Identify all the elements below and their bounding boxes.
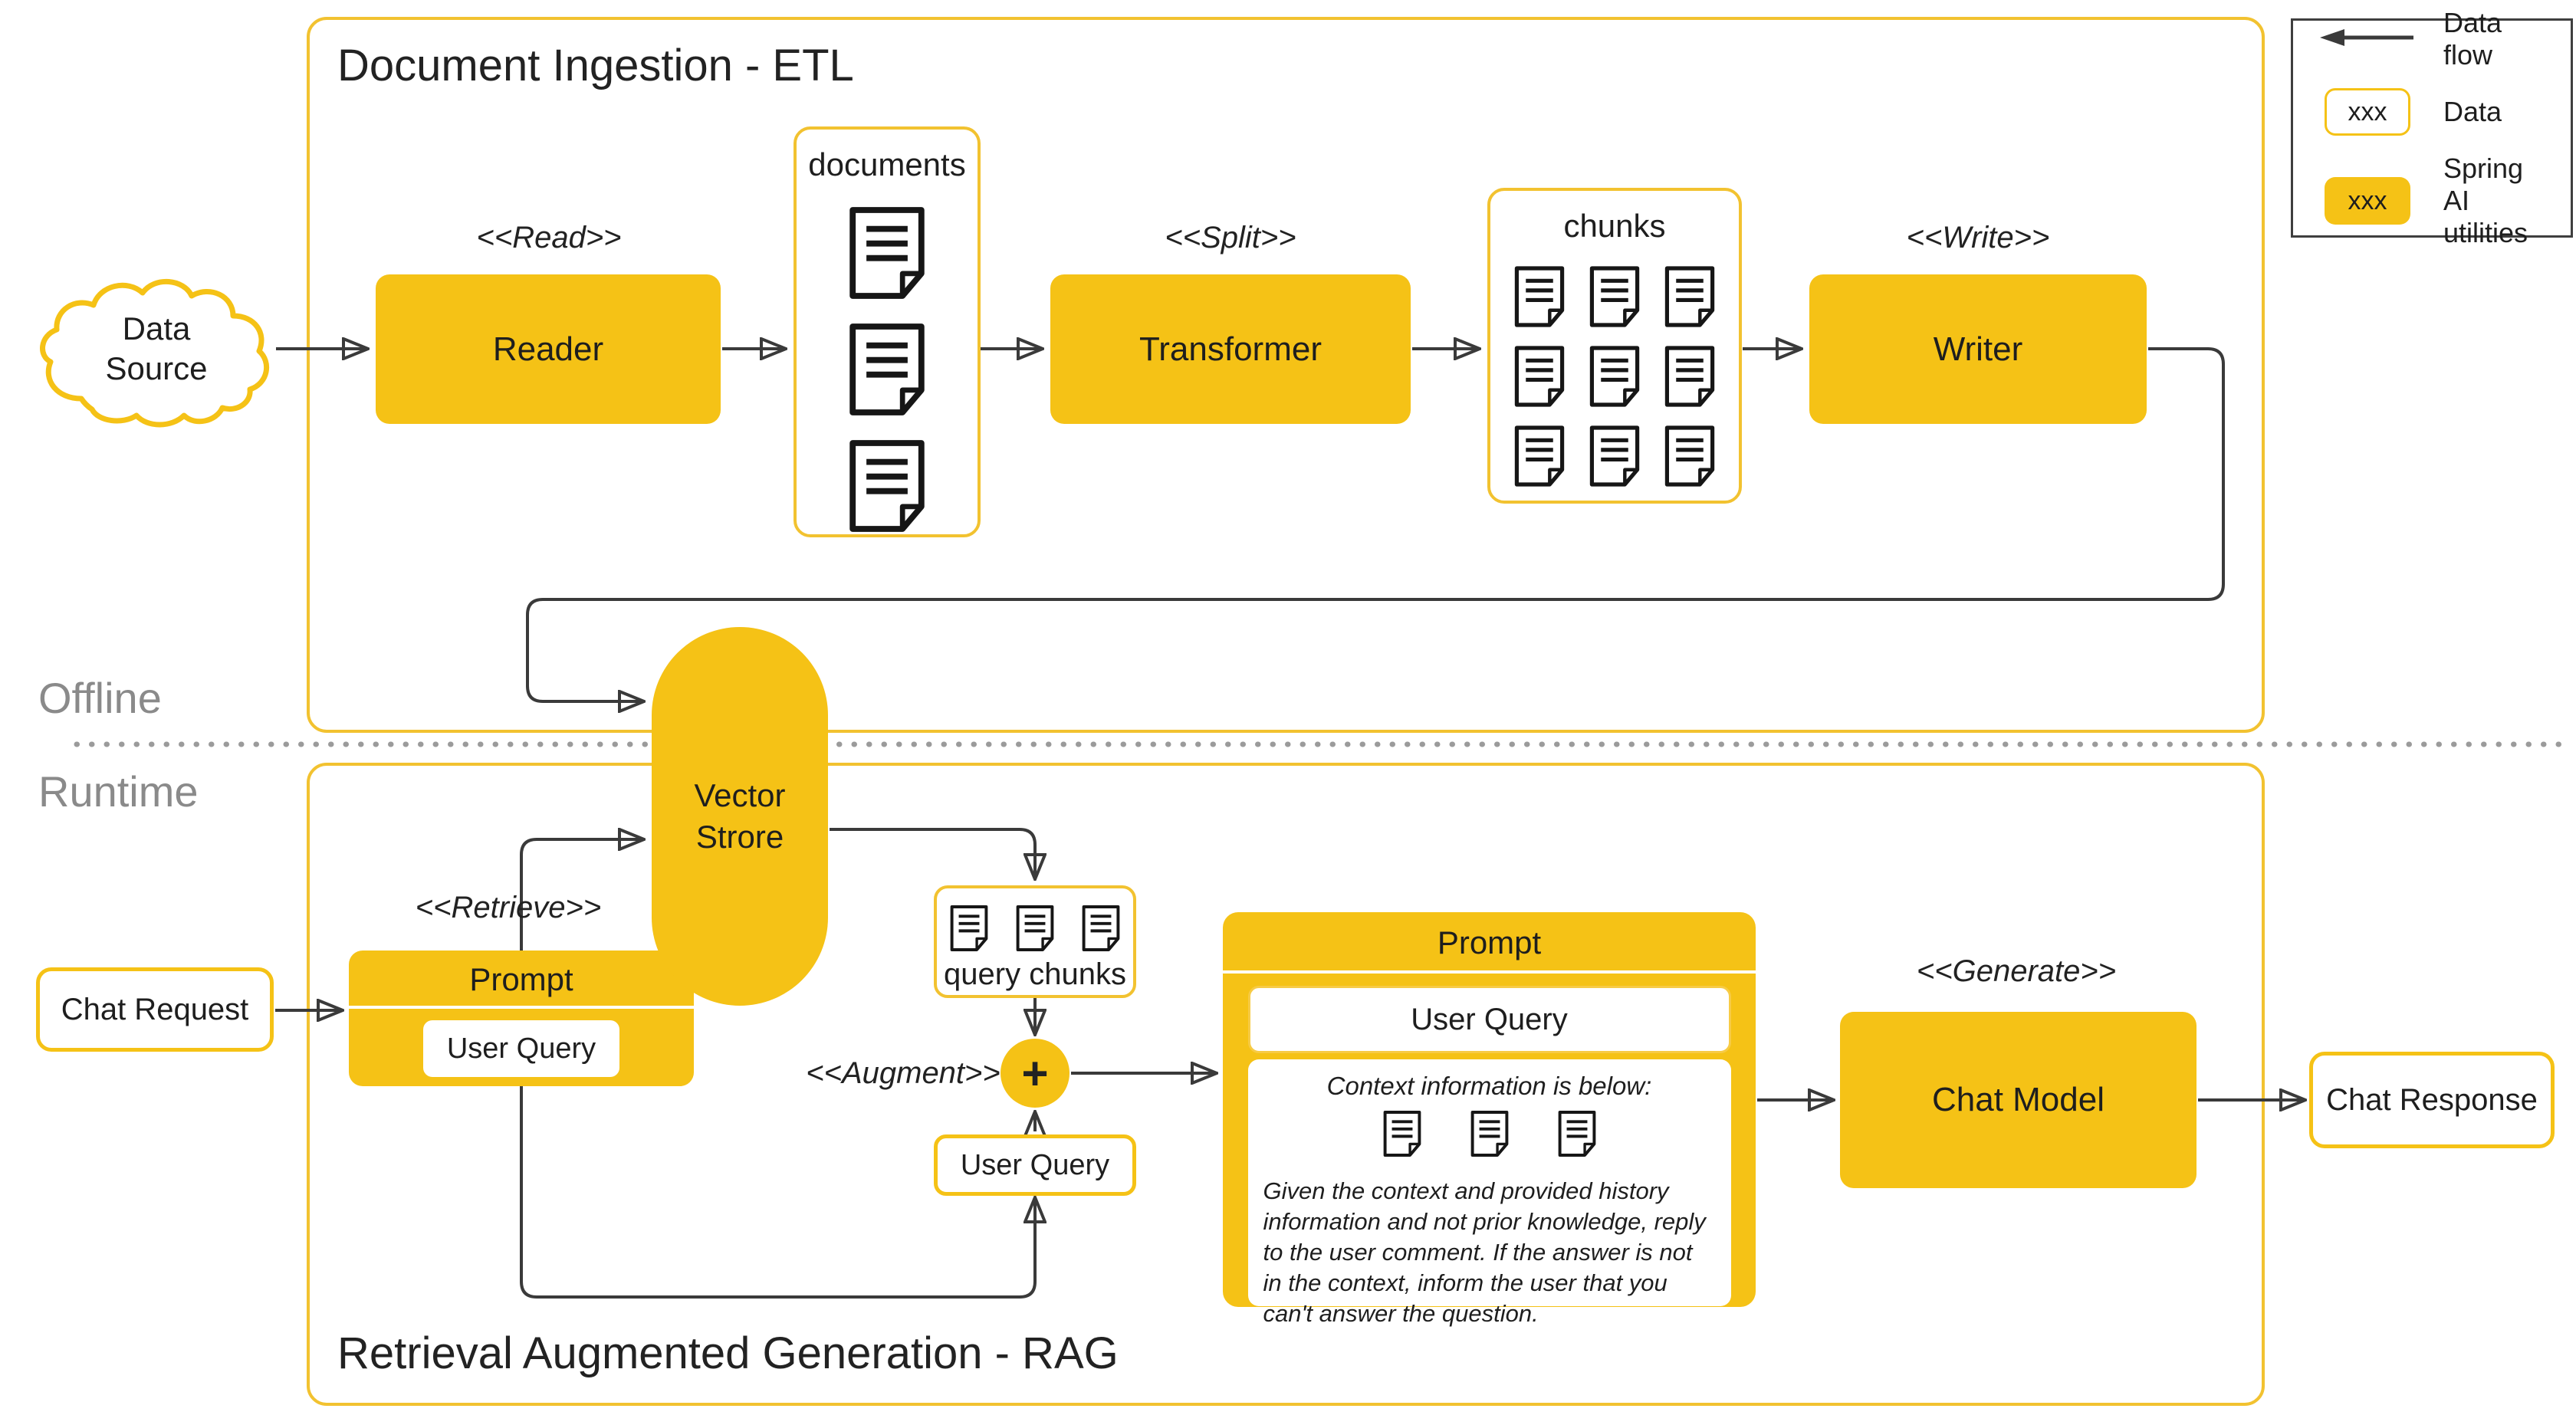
runtime-zone-label: Runtime	[38, 767, 199, 816]
etl-section-frame	[307, 17, 2265, 733]
query-chunks-label: query chunks	[944, 957, 1126, 991]
split-stereotype: <<Split>>	[1165, 221, 1296, 254]
prompt-node: Prompt User Query	[349, 951, 694, 1086]
document-icon	[1511, 424, 1568, 488]
writer-node: Writer	[1809, 274, 2147, 424]
offline-zone-label: Offline	[38, 674, 162, 722]
user-query-label: User Query	[960, 1148, 1110, 1181]
generate-stereotype: <<Generate>>	[1916, 954, 2117, 988]
rag-section-frame	[307, 763, 2265, 1406]
line-prompt-to-vectorstore-retrieve	[520, 839, 642, 951]
retrieve-stereotype: <<Retrieve>>	[415, 891, 602, 924]
chat-model-label: Chat Model	[1931, 1081, 2104, 1118]
legend-data-label: Data	[2443, 96, 2502, 127]
chat-response-label: Chat Response	[2326, 1082, 2538, 1117]
document-icon	[1661, 264, 1718, 329]
context-instructions: Given the context and provided history i…	[1263, 1177, 1706, 1327]
augment-stereotype: <<Augment>>	[806, 1056, 1001, 1090]
transformer-label: Transformer	[1139, 330, 1322, 368]
chunks-icon-grid	[1511, 264, 1718, 488]
legend-row-data-flow: Data flow	[2312, 7, 2552, 71]
legend-row-data: xxx Data	[2312, 88, 2552, 136]
document-icon	[1381, 1108, 1424, 1159]
document-icon	[1468, 1108, 1511, 1159]
line-vectorstore-to-querychunks	[830, 828, 1035, 878]
etl-section-title: Document Ingestion - ETL	[337, 41, 854, 90]
vector-store-label: Vector Strore	[694, 777, 786, 855]
read-stereotype: <<Read>>	[476, 221, 622, 254]
document-icon	[1511, 264, 1568, 329]
document-icon	[1586, 344, 1643, 409]
user-query-node: User Query	[934, 1134, 1136, 1196]
legend-data-flow-label: Data flow	[2443, 7, 2502, 71]
cloud-icon	[34, 270, 279, 428]
query-chunks-panel: query chunks	[934, 885, 1136, 998]
context-heading: Context information is below:	[1326, 1072, 1652, 1100]
chat-request-node: Chat Request	[36, 967, 274, 1052]
legend-spring-swatch: xxx	[2325, 177, 2410, 225]
context-doc-icons	[1381, 1108, 1598, 1159]
write-stereotype: <<Write>>	[1906, 221, 2050, 254]
legend-data-swatch: xxx	[2325, 88, 2410, 136]
document-icon	[844, 438, 930, 534]
chunks-label: chunks	[1563, 208, 1666, 244]
prompt-divider	[349, 1006, 694, 1009]
chunks-panel: chunks	[1487, 188, 1742, 504]
document-icon	[1661, 344, 1718, 409]
reader-node: Reader	[376, 274, 721, 424]
document-icon	[844, 205, 930, 301]
writer-label: Writer	[1933, 330, 2023, 368]
rag-section-title: Retrieval Augmented Generation - RAG	[337, 1328, 1119, 1378]
chat-request-label: Chat Request	[61, 992, 249, 1026]
prompt-full-context-panel: Context information is below: Given the …	[1247, 1059, 1731, 1327]
prompt-title: Prompt	[469, 961, 573, 997]
prompt-user-query: User Query	[423, 1020, 619, 1077]
prompt-full-user-query-label: User Query	[1411, 1002, 1568, 1036]
line-writer-to-vectorstore	[526, 347, 2225, 701]
document-icon	[1079, 904, 1122, 953]
reader-label: Reader	[492, 330, 604, 368]
vector-store-node: Vector Strore	[652, 627, 828, 1006]
document-icon	[1556, 1108, 1598, 1159]
transformer-node: Transformer	[1050, 274, 1411, 424]
query-chunks-icons	[948, 904, 1122, 953]
documents-panel: documents	[794, 126, 981, 537]
legend-spring-label: Spring AI utilities	[2443, 153, 2528, 248]
document-icon	[1661, 424, 1718, 488]
document-icon	[948, 904, 991, 953]
plus-icon: +	[1021, 1047, 1049, 1099]
prompt-full-title: Prompt	[1437, 924, 1542, 960]
chat-response-node: Chat Response	[2309, 1052, 2555, 1148]
line-prompt-to-userquery	[520, 1086, 1035, 1299]
data-source-node: Data Source	[34, 270, 279, 428]
prompt-user-query-label: User Query	[446, 1032, 596, 1065]
augment-plus-node: +	[1001, 1039, 1070, 1108]
documents-icon-stack	[844, 205, 930, 534]
document-icon	[1586, 424, 1643, 488]
prompt-full-divider	[1223, 970, 1756, 974]
data-source-label: Data Source	[105, 310, 208, 386]
legend: Data flow xxx Data xxx Spring AI utiliti…	[2291, 7, 2573, 248]
legend-row-spring: xxx Spring AI utilities	[2312, 153, 2552, 249]
documents-label: documents	[808, 146, 966, 182]
data-flow-arrow-icon	[2318, 26, 2417, 53]
chat-model-node: Chat Model	[1840, 1012, 2196, 1188]
prompt-full-node: Prompt User Query Context information is…	[1223, 912, 1756, 1327]
document-icon	[1586, 264, 1643, 329]
document-icon	[1014, 904, 1056, 953]
document-icon	[844, 321, 930, 418]
prompt-full-user-query: User Query	[1247, 986, 1731, 1053]
document-icon	[1511, 344, 1568, 409]
